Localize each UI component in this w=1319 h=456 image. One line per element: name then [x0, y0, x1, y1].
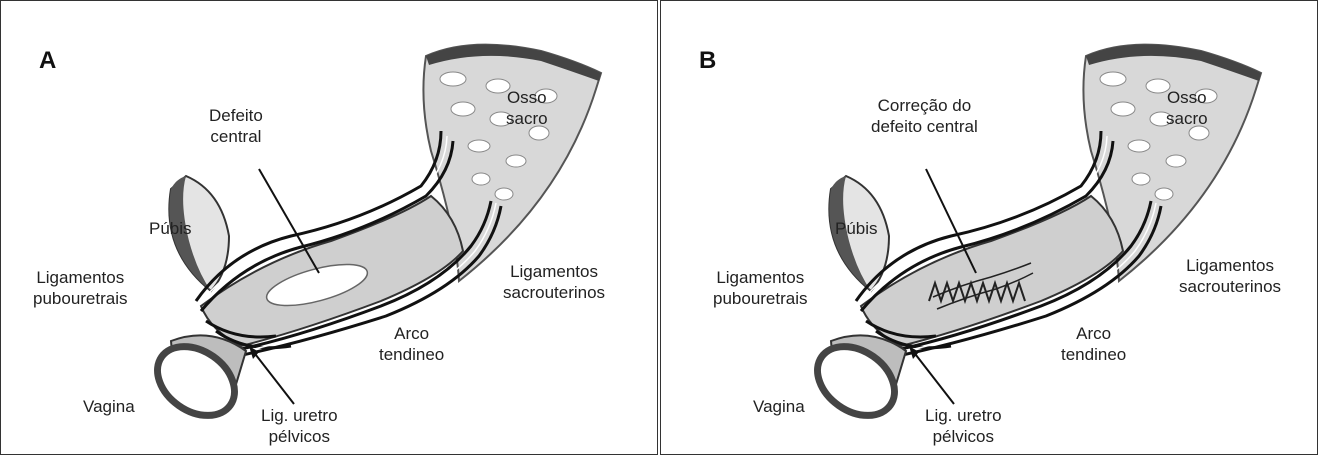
label-line: pélvicos [261, 426, 338, 447]
vaginal-tube [804, 332, 907, 429]
label-line: Ligamentos [33, 267, 128, 288]
panel-b: B Correção do defeito central Osso sacro… [660, 0, 1318, 455]
label-line: Ligamentos [503, 261, 605, 282]
label-line: Lig. uretro [925, 405, 1002, 426]
label-osso-sacro: Osso sacro [1166, 87, 1208, 129]
label-line: Ligamentos [713, 267, 808, 288]
label-line: sacrouterinos [503, 282, 605, 303]
label-line: central [209, 126, 263, 147]
label-pubis: Púbis [149, 218, 192, 239]
label-line: Arco [379, 323, 444, 344]
label-line: sacro [506, 108, 548, 129]
label-line: pubouretrais [713, 288, 808, 309]
label-correcao-defeito-central: Correção do defeito central [871, 95, 978, 137]
label-line: sacro [1166, 108, 1208, 129]
label-ligamentos-pubouretrais: Ligamentos pubouretrais [713, 267, 808, 309]
panel-letter: A [39, 47, 56, 75]
label-line: tendineo [1061, 344, 1126, 365]
label-lig-uretro-pelvicos: Lig. uretro pélvicos [925, 405, 1002, 447]
label-line: Osso [1166, 87, 1208, 108]
label-vagina: Vagina [753, 396, 805, 417]
label-line: defeito central [871, 116, 978, 137]
label-defeito-central: Defeito central [209, 105, 263, 147]
label-lig-uretro-pelvicos: Lig. uretro pélvicos [261, 405, 338, 447]
label-line: Lig. uretro [261, 405, 338, 426]
vaginal-tube [144, 332, 247, 429]
label-arco-tendineo: Arco tendineo [1061, 323, 1126, 365]
label-line: pubouretrais [33, 288, 128, 309]
label-vagina: Vagina [83, 396, 135, 417]
pelvic-anatomy-illustration-b [661, 1, 1319, 456]
label-line: sacrouterinos [1179, 276, 1281, 297]
label-ligamentos-pubouretrais: Ligamentos pubouretrais [33, 267, 128, 309]
label-line: Ligamentos [1179, 255, 1281, 276]
label-line: tendineo [379, 344, 444, 365]
panel-a: A Defeito central Osso sacro Púbis Ligam… [0, 0, 658, 455]
label-line: pélvicos [925, 426, 1002, 447]
label-arco-tendineo: Arco tendineo [379, 323, 444, 365]
pelvic-anatomy-illustration-a [1, 1, 659, 456]
label-line: Defeito [209, 105, 263, 126]
label-line: Osso [506, 87, 548, 108]
label-pubis: Púbis [835, 218, 878, 239]
label-line: Correção do [871, 95, 978, 116]
label-osso-sacro: Osso sacro [506, 87, 548, 129]
label-ligamentos-sacrouterinos: Ligamentos sacrouterinos [1179, 255, 1281, 297]
panel-letter: B [699, 47, 716, 75]
label-ligamentos-sacrouterinos: Ligamentos sacrouterinos [503, 261, 605, 303]
label-line: Arco [1061, 323, 1126, 344]
